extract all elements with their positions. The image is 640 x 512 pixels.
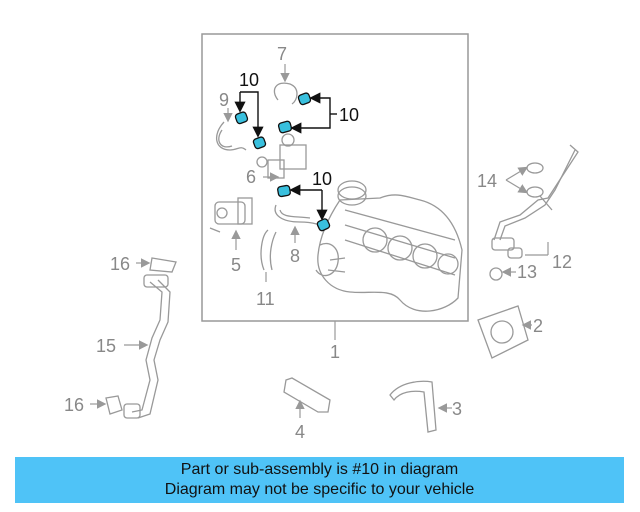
callout-8: 8 — [290, 246, 300, 266]
washer-14-part — [526, 162, 544, 174]
hose-7-part — [273, 82, 298, 105]
callout-10b: 10 — [339, 105, 359, 125]
clip-10-part[interactable] — [277, 120, 293, 134]
info-banner: Part or sub-assembly is #10 in diagram D… — [15, 457, 624, 503]
valve-6-part — [256, 133, 307, 179]
callout-16a: 16 — [110, 254, 130, 274]
callout-10a: 10 — [239, 70, 259, 90]
callout-1: 1 — [330, 342, 340, 362]
actuator-5-part — [209, 197, 253, 233]
callout-13: 13 — [517, 262, 537, 282]
clip-10-group-b[interactable]: 10 — [277, 92, 359, 134]
parts-diagram: 1 7 9 6 5 8 11 — [64, 33, 579, 442]
callout-4: 4 — [295, 422, 305, 442]
clip-10-group-c[interactable]: 10 — [277, 169, 332, 232]
leader-10b — [309, 92, 331, 114]
gasket-2-part — [477, 305, 529, 359]
clip-10-group-a[interactable]: 10 — [234, 70, 267, 150]
callout-2: 2 — [533, 316, 543, 336]
callout-14: 14 — [477, 171, 497, 191]
oil-line-12-part — [491, 144, 579, 259]
callout-15: 15 — [96, 336, 116, 356]
callout-12: 12 — [552, 252, 572, 272]
callout-7: 7 — [277, 44, 287, 64]
callout-3: 3 — [452, 399, 462, 419]
callout-6: 6 — [246, 167, 256, 187]
callout-9: 9 — [219, 90, 229, 110]
clip-10-part[interactable] — [297, 92, 312, 106]
callout-10c: 10 — [312, 169, 332, 189]
gasket-16-part — [105, 395, 123, 415]
banner-line-1: Part or sub-assembly is #10 in diagram — [180, 461, 459, 478]
washer-14-part — [526, 186, 544, 198]
leader-14 — [505, 166, 529, 181]
pipe-15-part — [123, 274, 171, 419]
clip-10-part[interactable] — [277, 184, 291, 198]
gasket-16-part — [149, 257, 177, 273]
washer-13-part — [489, 267, 503, 281]
callout-11: 11 — [256, 289, 275, 309]
turbocharger-part — [315, 180, 463, 312]
clip-10-part[interactable] — [252, 136, 267, 150]
bracket-3-part — [389, 380, 437, 433]
callout-5: 5 — [231, 255, 241, 275]
hose-9-part — [216, 121, 247, 151]
hose-11-part — [260, 229, 277, 271]
bracket-4-part — [283, 377, 331, 413]
hose-8-part — [274, 204, 323, 227]
callout-16b: 16 — [64, 395, 84, 415]
banner-line-2: Diagram may not be specific to your vehi… — [164, 481, 475, 498]
clip-10-part[interactable] — [234, 111, 249, 125]
